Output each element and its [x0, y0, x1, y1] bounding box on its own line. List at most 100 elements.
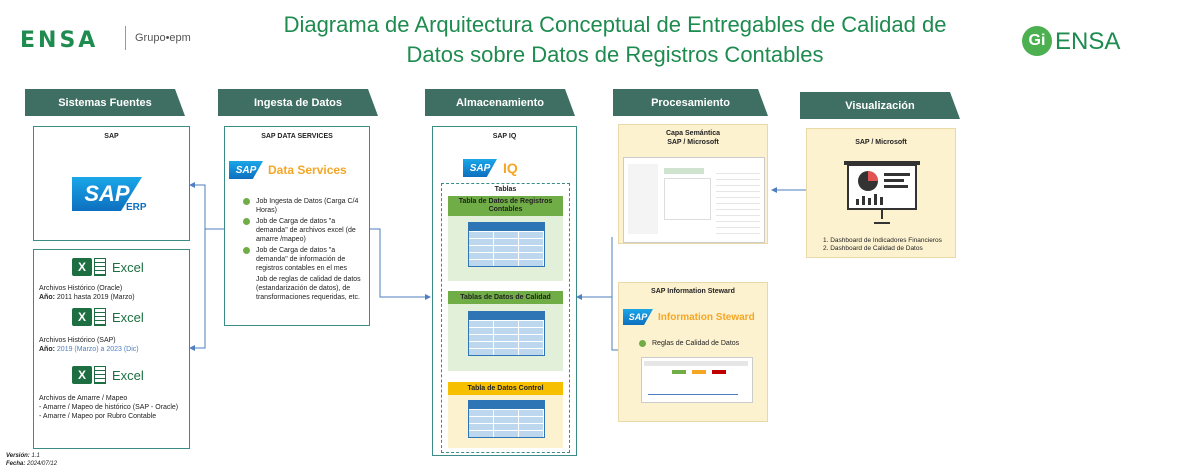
sap-logo-icon: SAP	[463, 159, 497, 177]
excel-grid-icon	[94, 308, 106, 326]
erp-label: ERP	[126, 202, 147, 213]
steward-title: SAP Information Steward	[651, 288, 735, 295]
semantic-screenshot	[623, 157, 765, 243]
steward-rule: Reglas de Calidad de Datos	[639, 339, 739, 348]
file3-name: Archivos de Amarre / Mapeo	[39, 395, 128, 402]
excel-logo-3: X Excel	[72, 366, 144, 384]
excel-label: Excel	[112, 309, 144, 325]
table-registros-contables: Tabla de Datos de Registros Contables	[448, 196, 563, 281]
sap-iq-logo: SAP IQ	[463, 159, 518, 177]
page-title-line2: Datos sobre Datos de Registros Contables	[406, 42, 824, 67]
excel-icon: X	[72, 258, 92, 276]
visualization-items: 1. Dashboard de Indicadores Financieros …	[823, 237, 942, 253]
arrow-ingest-to-iq	[370, 228, 431, 300]
dashboard-item-1: 1. Dashboard de Indicadores Financieros	[823, 237, 942, 244]
header-visualizacion: Visualización	[800, 92, 960, 119]
steward-product: Information Steward	[658, 311, 755, 323]
excel-file-2: Archivos Histórico (SAP) Año: 2019 (Marz…	[39, 336, 139, 354]
date-label: Fecha:	[6, 461, 26, 467]
bullet-dot-icon	[243, 198, 250, 205]
excel-files-box: X Excel Archivos Histórico (Oracle) Año:…	[33, 249, 190, 449]
table-datos-calidad: Tablas de Datos de Calidad	[448, 291, 563, 371]
grupo-epm-logo: Grupo•epm	[135, 32, 191, 44]
table-2-title: Tablas de Datos de Calidad	[448, 291, 563, 304]
date-value: 2024/07/12	[27, 461, 58, 467]
steward-logo: SAP Information Steward	[623, 309, 755, 325]
sap-logo-icon: SAP	[623, 309, 653, 325]
footer: Versión: 1.1 Fecha: 2024/07/12	[6, 452, 57, 468]
table-datos-control: Tabla de Datos Control	[448, 382, 563, 448]
page-title-line1: Diagrama de Arquitectura Conceptual de E…	[283, 12, 947, 37]
file3-line1: - Amarre / Mapeo de histórico (SAP - Ora…	[39, 404, 179, 411]
visualization-title: SAP / Microsoft	[855, 139, 907, 146]
logo-divider	[125, 26, 126, 50]
ensa-right-logo: ENSA	[1055, 28, 1121, 55]
job-2: Job de Carga de datos "a demanda" de arc…	[243, 217, 368, 244]
dashboard-item-2: 2. Dashboard de Calidad de Datos	[823, 245, 923, 252]
bullet-dot-icon	[243, 218, 250, 225]
table-icon	[468, 222, 545, 267]
bullet-dot-icon	[639, 339, 646, 347]
ensa-logo: ENSA	[20, 28, 99, 53]
gi-badge-icon: Gi	[1022, 26, 1052, 56]
table-1-title: Tabla de Datos de Registros Contables	[448, 196, 563, 216]
sap-iq-title: SAP IQ	[492, 133, 517, 140]
table-icon	[468, 400, 545, 438]
sap-erp-title: SAP	[104, 133, 119, 140]
version-label: Versión:	[6, 453, 30, 459]
header-sistemas-fuentes: Sistemas Fuentes	[25, 89, 185, 116]
file2-year: 2019 (Marzo) a 2023 (Dic)	[56, 346, 139, 353]
data-services-product: Data Services	[268, 163, 347, 177]
data-services-title: SAP DATA SERVICES	[261, 133, 333, 140]
arrow-ingest-to-sap	[189, 182, 224, 230]
job-1: Job Ingesta de Datos (Carga C/4 Horas)	[243, 197, 368, 215]
tables-label: Tablas	[494, 186, 517, 193]
steward-rule-text: Reglas de Calidad de Datos	[652, 340, 740, 347]
semantic-title: Capa Semántica SAP / Microsoft	[619, 129, 767, 147]
dashboard-presentation-icon	[844, 161, 920, 224]
file1-year: 2011 hasta 2019 (Marzo)	[56, 294, 135, 301]
excel-logo-1: X Excel	[72, 258, 144, 276]
job-1-text: Job Ingesta de Datos (Carga C/4 Horas)	[256, 198, 359, 214]
sap-logo-icon: SAP	[229, 161, 263, 179]
arrow-processing-to-iq	[576, 237, 613, 300]
excel-grid-icon	[94, 366, 106, 384]
job-3-text: Job de Carga de datos "a demanda" de inf…	[256, 247, 348, 272]
excel-logo-2: X Excel	[72, 308, 144, 326]
data-services-box: SAP DATA SERVICES SAP Data Services Job …	[224, 126, 370, 326]
semantic-title-line1: Capa Semántica	[665, 130, 721, 137]
steward-screenshot	[641, 357, 753, 403]
file2-year-label: Año:	[39, 346, 55, 353]
header-ingesta-datos: Ingesta de Datos	[218, 89, 378, 116]
job-2-text: Job de Carga de datos "a demanda" de arc…	[256, 218, 356, 243]
semantic-title-line2: SAP / Microsoft	[667, 139, 719, 146]
header-almacenamiento: Almacenamiento	[425, 89, 575, 116]
table-3-title: Tabla de Datos Control	[448, 382, 563, 395]
file2-name: Archivos Histórico (SAP)	[39, 337, 116, 344]
file1-name: Archivos Histórico (Oracle)	[39, 285, 123, 292]
table-icon	[468, 311, 545, 356]
visualization-box: SAP / Microsoft 1. Dashboard de Indicado…	[806, 128, 956, 258]
excel-label: Excel	[112, 367, 144, 383]
arrow-ingest-to-excel	[189, 229, 206, 351]
iq-product: IQ	[503, 160, 518, 176]
job-4: Job de reglas de calidad de datos (estan…	[243, 275, 368, 302]
job-4-text: Job de reglas de calidad de datos (estan…	[256, 276, 361, 301]
semantic-layer-box: Capa Semántica SAP / Microsoft	[618, 124, 768, 244]
sap-iq-box: SAP IQ SAP IQ Tablas Tabla de Datos de R…	[432, 126, 577, 456]
file1-year-label: Año:	[39, 294, 55, 301]
excel-file-1: Archivos Histórico (Oracle) Año: 2011 ha…	[39, 284, 135, 302]
data-services-logo: SAP Data Services	[229, 161, 347, 179]
excel-grid-icon	[94, 258, 106, 276]
excel-icon: X	[72, 308, 92, 326]
header-procesamiento: Procesamiento	[613, 89, 768, 116]
job-3: Job de Carga de datos "a demanda" de inf…	[243, 246, 368, 273]
ingest-jobs: Job Ingesta de Datos (Carga C/4 Horas) J…	[243, 197, 368, 302]
page-title: Diagrama de Arquitectura Conceptual de E…	[235, 10, 995, 70]
information-steward-box: SAP Information Steward SAP Information …	[618, 282, 768, 422]
excel-file-3: Archivos de Amarre / Mapeo - Amarre / Ma…	[39, 394, 178, 421]
version-value: 1.1	[31, 453, 40, 459]
bullet-dot-icon	[243, 247, 250, 254]
excel-icon: X	[72, 366, 92, 384]
sap-erp-box: SAP SAP ERP	[33, 126, 190, 241]
